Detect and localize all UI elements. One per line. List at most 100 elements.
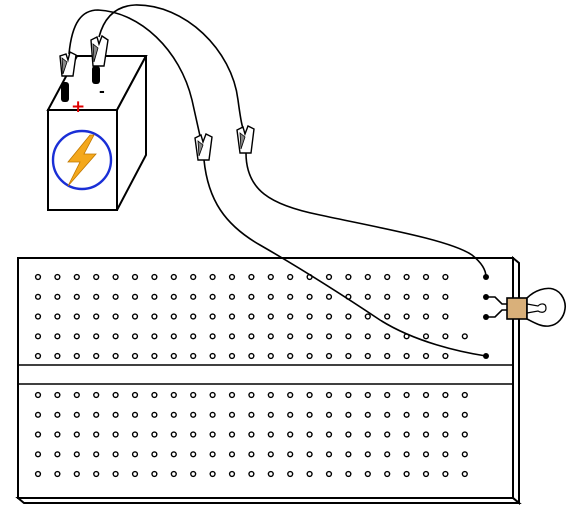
breadboard-hole	[384, 313, 391, 320]
breadboard-hole	[190, 391, 197, 399]
breadboard-hole	[364, 333, 371, 340]
breadboard-hole	[403, 313, 410, 320]
breadboard-hole	[34, 411, 42, 418]
breadboard-hole	[54, 411, 61, 418]
breadboard-hole	[93, 352, 100, 360]
breadboard-hole	[190, 431, 197, 438]
breadboard-hole	[345, 313, 352, 320]
breadboard	[15, 255, 522, 506]
breadboard-hole	[422, 352, 430, 360]
breadboard-hole	[34, 352, 42, 360]
breadboard-hole	[228, 470, 236, 478]
breadboard-hole	[442, 451, 449, 458]
breadboard-hole	[248, 470, 255, 478]
breadboard-hole	[364, 273, 371, 281]
breadboard-hole	[73, 313, 80, 320]
breadboard-hole	[267, 273, 274, 281]
breadboard-hole	[364, 470, 371, 478]
battery: + -	[46, 55, 148, 211]
breadboard-hole	[384, 352, 391, 360]
breadboard-hole	[422, 313, 430, 320]
breadboard-hole	[364, 352, 371, 360]
contact-lamp-top	[483, 294, 489, 300]
breadboard-hole	[403, 411, 410, 418]
breadboard-hole	[384, 333, 391, 340]
breadboard-hole	[287, 431, 294, 438]
breadboard-hole	[151, 411, 158, 418]
breadboard-hole	[287, 411, 294, 418]
breadboard-hole	[345, 333, 352, 340]
breadboard-hole	[73, 293, 80, 300]
breadboard-hole	[267, 451, 274, 458]
breadboard-hole	[422, 451, 430, 458]
breadboard-hole	[364, 293, 371, 300]
alligator-clip-positive	[59, 50, 77, 77]
breadboard-hole	[170, 431, 177, 438]
breadboard-hole	[93, 451, 100, 458]
breadboard-hole	[34, 470, 42, 478]
breadboard-hole	[73, 333, 80, 340]
breadboard-hole	[209, 313, 216, 320]
breadboard-hole	[228, 273, 236, 281]
breadboard-hole	[345, 352, 352, 360]
breadboard-hole	[442, 313, 449, 320]
breadboard-hole	[364, 391, 371, 399]
breadboard-hole	[345, 273, 352, 281]
breadboard-hole	[54, 293, 61, 300]
breadboard-hole	[34, 451, 42, 458]
wire-negative	[98, 4, 244, 129]
breadboard-hole	[209, 451, 216, 458]
breadboard-hole	[190, 411, 197, 418]
breadboard-hole	[151, 451, 158, 458]
breadboard-hole	[287, 391, 294, 399]
breadboard-hole	[442, 273, 449, 281]
breadboard-hole	[170, 470, 177, 478]
breadboard-hole	[190, 352, 197, 360]
breadboard-hole	[364, 431, 371, 438]
breadboard-hole	[151, 352, 158, 360]
breadboard-hole	[287, 352, 294, 360]
breadboard-hole	[190, 293, 197, 300]
breadboard-hole	[325, 293, 333, 300]
breadboard-hole	[384, 470, 391, 478]
breadboard-hole	[422, 273, 430, 281]
contact-wire-bottom	[483, 353, 489, 359]
breadboard-hole	[112, 273, 119, 281]
breadboard-hole	[287, 273, 294, 281]
breadboard-hole	[325, 431, 333, 438]
breadboard-hole	[442, 431, 449, 438]
breadboard-hole	[422, 411, 430, 418]
lightning-bolt-icon	[67, 134, 97, 187]
breadboard-hole	[190, 451, 197, 458]
breadboard-hole	[248, 352, 255, 360]
breadboard-hole	[170, 352, 177, 360]
breadboard-hole	[461, 431, 468, 438]
breadboard-hole	[209, 431, 216, 438]
breadboard-hole	[131, 451, 139, 458]
breadboard-hole	[54, 333, 61, 340]
breadboard-hole	[93, 273, 100, 281]
breadboard-hole	[267, 411, 274, 418]
breadboard-hole	[93, 411, 100, 418]
breadboard-hole	[306, 352, 313, 360]
lamp	[486, 287, 566, 327]
breadboard-hole	[73, 391, 80, 399]
breadboard-hole	[403, 391, 410, 399]
contact-wire-top	[483, 274, 489, 280]
breadboard-hole	[248, 391, 255, 399]
breadboard-hole	[267, 470, 274, 478]
breadboard-hole	[364, 411, 371, 418]
breadboard-hole	[422, 470, 430, 478]
breadboard-hole	[345, 391, 352, 399]
breadboard-hole	[248, 313, 255, 320]
breadboard-hole	[442, 470, 449, 478]
breadboard-hole	[151, 313, 158, 320]
breadboard-hole	[209, 273, 216, 281]
breadboard-hole	[73, 470, 80, 478]
breadboard-hole	[190, 313, 197, 320]
breadboard-hole	[461, 391, 468, 399]
breadboard-hole	[287, 313, 294, 320]
breadboard-hole	[325, 313, 333, 320]
breadboard-hole	[209, 333, 216, 340]
